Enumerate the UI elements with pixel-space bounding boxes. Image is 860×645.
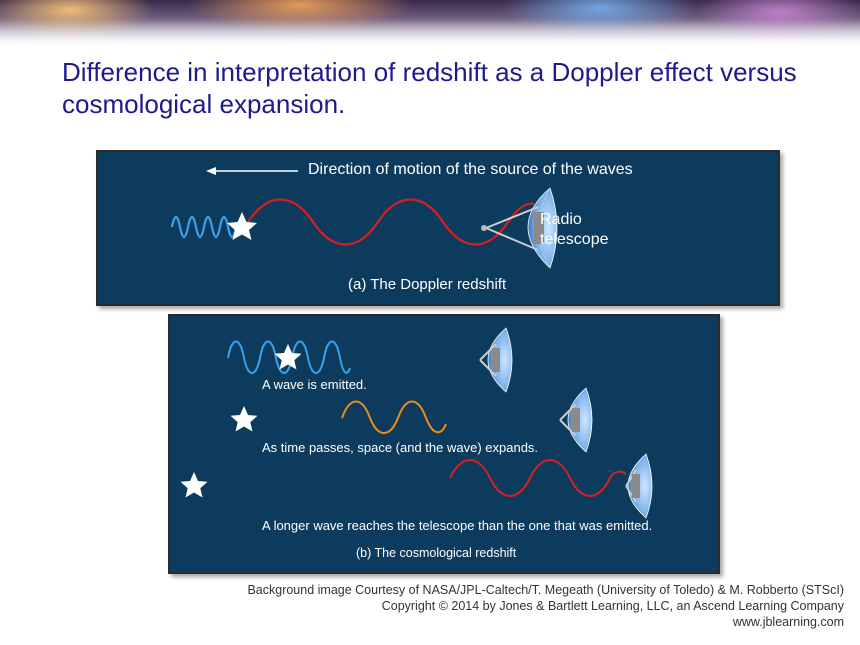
radio-telescope-icon: [559, 387, 593, 453]
step-2-label: As time passes, space (and the wave) exp…: [262, 440, 539, 455]
star-icon: [180, 472, 208, 498]
radio-telescope-icon: [481, 187, 558, 269]
star-icon: [230, 406, 258, 432]
cosmological-redshift-panel: A wave is emitted. As time passes, space…: [168, 314, 720, 574]
credit-line-background: Background image Courtesy of NASA/JPL-Ca…: [247, 583, 844, 597]
star-icon: [274, 344, 302, 370]
star-icon: [227, 212, 257, 240]
arrow-left-icon: [206, 167, 298, 175]
telescope-label-line2: telescope: [540, 231, 609, 248]
orange-wave: [341, 400, 447, 434]
step-3-label: A longer wave reaches the telescope than…: [262, 518, 653, 533]
direction-label: Direction of motion of the source of the…: [308, 161, 633, 178]
doppler-redshift-panel: Direction of motion of the source of the…: [96, 150, 780, 306]
radio-telescope-icon: [625, 453, 653, 519]
credit-line-copyright: Copyright © 2014 by Jones & Bartlett Lea…: [381, 599, 844, 613]
blue-wave: [170, 215, 238, 239]
red-wave: [247, 198, 535, 246]
slide-title: Difference in interpretation of redshift…: [62, 57, 797, 119]
panel-b-caption: (b) The cosmological redshift: [356, 546, 517, 560]
step-1-label: A wave is emitted.: [262, 377, 367, 392]
radio-telescope-icon: [479, 327, 513, 393]
panel-a-caption: (a) The Doppler redshift: [348, 276, 507, 293]
credit-line-website: www.jblearning.com: [732, 615, 844, 629]
cosmological-diagram: [180, 327, 653, 519]
credits: Background image Courtesy of NASA/JPL-Ca…: [247, 582, 844, 630]
doppler-diagram: [170, 167, 558, 269]
telescope-label-line1: Radio: [540, 211, 582, 228]
banner-fade: [0, 20, 860, 50]
red-wave: [449, 459, 627, 497]
